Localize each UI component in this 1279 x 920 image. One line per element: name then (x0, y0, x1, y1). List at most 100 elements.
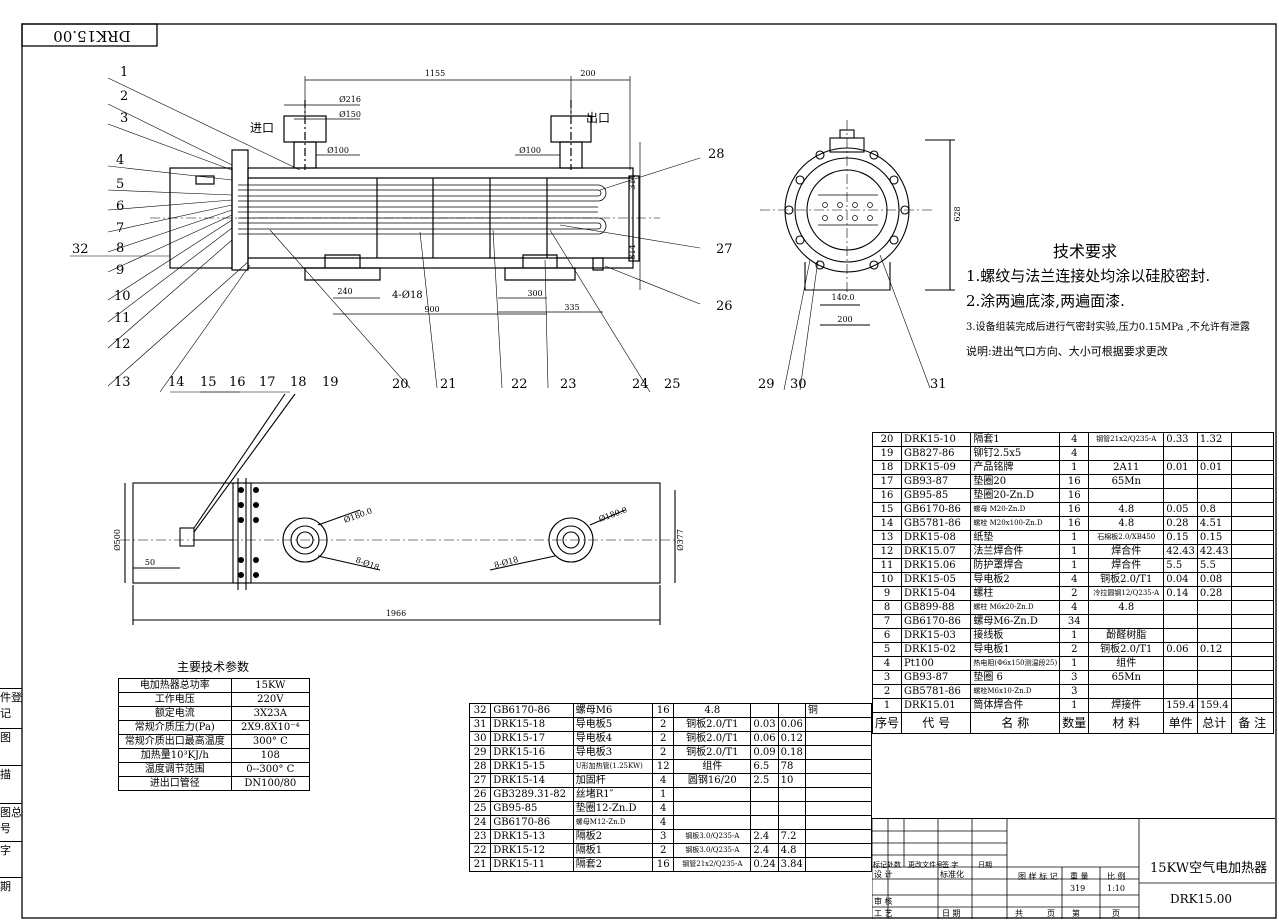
bom-cell: Pt100 (901, 656, 972, 671)
bom-cell: 21 (468, 857, 492, 872)
bom-cell: 0.28 (1196, 586, 1232, 601)
bom-cell: 4 (652, 801, 675, 816)
bom-cell (1088, 614, 1165, 629)
bom-cell: 0.15 (1196, 530, 1232, 545)
dim-180a: Ø180.0 (343, 506, 374, 525)
bom-cell: 焊合件 (1088, 558, 1165, 573)
bom-cell: 2 (1059, 642, 1090, 657)
bom-cell: 防护罩焊合 (970, 558, 1061, 573)
bom-cell (804, 745, 873, 760)
bom-cell (1163, 656, 1198, 671)
bom-cell: 4 (871, 656, 903, 671)
bom-cell (777, 815, 806, 830)
bom-cell (1230, 558, 1275, 573)
bom-cell: 16 (1059, 474, 1090, 489)
bom-cell: 30 (468, 731, 492, 746)
bom-cell: DRK15.07 (901, 544, 972, 559)
bom-cell: 4 (1059, 432, 1090, 447)
bom-cell: 隔套1 (970, 432, 1061, 447)
svg-text:12: 12 (114, 337, 131, 352)
bom-cell: DRK15-17 (490, 731, 574, 746)
side-label-total: 图总号 (0, 803, 22, 836)
bom-cell: 5 (871, 642, 903, 657)
bom-cell: 2 (652, 843, 675, 858)
bom-cell: 圆钢16/20 (673, 773, 752, 788)
svg-text:21: 21 (440, 377, 457, 392)
bom-cell (1230, 586, 1275, 601)
bom-cell: 4.8 (1088, 516, 1165, 531)
requirements-title: 技术要求 (1053, 242, 1118, 261)
svg-text:32: 32 (72, 242, 89, 257)
dim-100b: Ø100 (519, 146, 541, 155)
bom-cell (1196, 446, 1232, 461)
tb-page2: 页 (1112, 909, 1120, 918)
bom-cell (1230, 628, 1275, 643)
bom-cell: 26 (468, 787, 492, 802)
bom-cell: 垫圈12-Zn.D (572, 801, 654, 816)
outlet-label: 出口 (586, 111, 610, 125)
side-view (760, 120, 955, 326)
bom-cell: 铜板2.0/T1 (673, 731, 752, 746)
bom-cell: 0.06 (777, 717, 806, 732)
bom-cell: 2 (1059, 586, 1090, 601)
bom-cell: 焊合件 (1088, 544, 1165, 559)
bom-cell: 1 (871, 698, 903, 713)
bom-cell: 159.4 (1196, 698, 1232, 713)
param-name: 电加热器总功率 (118, 678, 232, 693)
bom-cell: 9 (871, 586, 903, 601)
bom-cell (1230, 502, 1275, 517)
bom-cell: 16 (652, 703, 675, 718)
bom-cell: 6.5 (750, 759, 779, 774)
bom-cell: DRK15-09 (901, 460, 972, 475)
bom-cell: 4 (1059, 600, 1090, 615)
bom-cell (1163, 614, 1198, 629)
dim-140: 140.0 (832, 293, 855, 302)
bom-cell: DRK15-05 (901, 572, 972, 587)
bom-cell: 0.01 (1196, 460, 1232, 475)
bom-cell: DRK15-08 (901, 530, 972, 545)
front-view (150, 100, 660, 281)
dim-314: 314 (628, 174, 637, 189)
bom-cell: GB6170-86 (490, 703, 574, 718)
bom-cell: 垫圈20-Zn.D (970, 488, 1061, 503)
bom-cell (804, 731, 873, 746)
bom-cell: 18 (871, 460, 903, 475)
bom-cell: 螺母M12-Zn.D (572, 815, 654, 830)
bom-cell (804, 787, 873, 802)
bom-cell: 7.2 (777, 829, 806, 844)
bom-cell: 0.05 (1163, 502, 1198, 517)
bom-cell: 丝堵R1″ (572, 787, 654, 802)
bom-cell: 159.4 (1163, 698, 1198, 713)
bom-cell (1196, 628, 1232, 643)
svg-text:10: 10 (114, 289, 131, 304)
bom-cell: 10 (777, 773, 806, 788)
bom-cell: 42.43 (1196, 544, 1232, 559)
dim-240: 240 (337, 287, 352, 296)
balloon-numbers: 1 2 3 4 5 6 7 8 9 10 11 12 13 14 15 16 1… (72, 65, 947, 392)
bom-header: 序号代 号名 称数量材 料单件总计备 注 (871, 712, 1275, 734)
bom-cell: GB3289.31-82 (490, 787, 574, 802)
requirement-3: 3.设备组装完成后进行气密封实验,压力0.15MPa ,不允许有泄露 (966, 322, 1250, 333)
param-name: 工作电压 (118, 692, 232, 707)
bom-cell: 0.09 (750, 745, 779, 760)
svg-text:16: 16 (229, 375, 246, 390)
bom-cell: 组件 (1088, 656, 1165, 671)
dim-818b: 8-Ø18 (493, 555, 519, 570)
tb-weight-value: 319 (1070, 884, 1086, 893)
bom-cell: 2 (652, 745, 675, 760)
bom-cell: 钢管21x2/Q235-A (1088, 432, 1165, 447)
bom-cell (804, 843, 873, 858)
bom-cell: 28 (468, 759, 492, 774)
drawing-number-box (21, 23, 158, 47)
requirement-note: 说明:进出气口方向、大小可根据要求更改 (966, 345, 1168, 358)
side-label-register: 件登记 (0, 688, 22, 721)
